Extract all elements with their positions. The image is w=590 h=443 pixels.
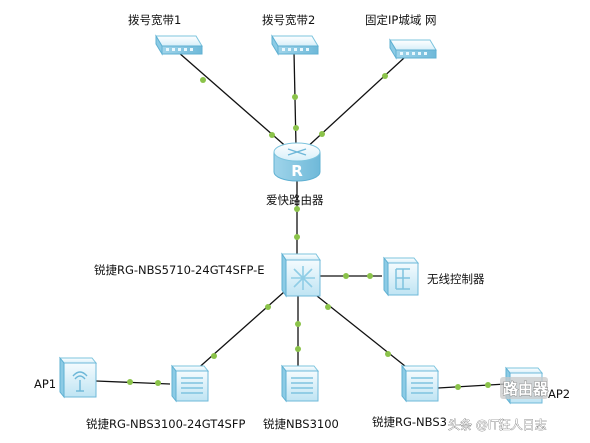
link-dot — [343, 273, 349, 279]
router-device[interactable]: R — [273, 142, 321, 182]
link-dots — [127, 73, 491, 390]
ap2-label: AP2 — [548, 387, 570, 401]
link-dot — [294, 234, 300, 240]
link-dot — [200, 77, 206, 83]
switch-side — [401, 364, 407, 403]
switch-front — [285, 370, 319, 402]
switch-top — [170, 365, 210, 372]
switch-front — [175, 370, 209, 402]
modem-port-lights — [166, 48, 193, 51]
link-dot — [265, 304, 271, 310]
link-core-switch-right — [311, 291, 411, 371]
switch-top — [400, 365, 440, 372]
core-switch-top — [281, 253, 321, 261]
links — [95, 51, 507, 389]
router-arrows-icon — [287, 148, 307, 156]
link-dot — [319, 131, 325, 137]
link-dot — [455, 384, 461, 390]
modem-top-face — [389, 39, 437, 51]
link-dot — [127, 379, 133, 385]
ap1-label: AP1 — [34, 377, 56, 391]
core-switch-device[interactable] — [281, 252, 321, 298]
wireless-controller-device[interactable] — [382, 256, 420, 297]
link-switch-right-ap2 — [437, 383, 507, 389]
switch-front — [405, 370, 439, 402]
modem2-label: 拨号宽带2 — [262, 13, 315, 27]
switch-side — [281, 364, 287, 403]
ap-top — [58, 357, 98, 364]
link-dot — [367, 273, 373, 279]
ap1-device[interactable] — [58, 356, 98, 399]
watermark: 路由器 头条 @IT狂人日志 — [448, 377, 549, 432]
switch-right-label: 锐捷RG-NBS3 — [372, 415, 447, 429]
modem-side-face — [271, 34, 279, 56]
modem3-label: 固定IP城域 网 — [365, 13, 436, 27]
ap-side — [59, 356, 65, 399]
modem-2[interactable] — [271, 34, 319, 56]
switch-top — [280, 365, 320, 372]
switch-rack-lines — [291, 377, 313, 394]
router-label: 爱快路由器 — [266, 193, 324, 207]
wlc-symbol-icon — [395, 268, 410, 290]
link-dot — [295, 346, 301, 352]
core-switch-label: 锐捷RG-NBS5710-24GT4SFP-E — [94, 263, 265, 277]
router-r-glyph: R — [291, 162, 303, 180]
switch-right-device[interactable] — [400, 364, 440, 403]
link-dot — [293, 125, 299, 131]
link-dot — [292, 94, 298, 100]
link-dot — [294, 206, 300, 212]
wlc-top — [382, 257, 420, 264]
link-dot — [485, 382, 491, 388]
modem-1[interactable] — [155, 34, 203, 56]
core-switch-star-icon — [291, 266, 315, 290]
modem-side-face — [155, 34, 163, 56]
switch-mid-label: 锐捷NBS3100 — [263, 417, 339, 431]
core-switch-side — [281, 252, 287, 298]
switch-left-label: 锐捷RG-NBS3100-24GT4SFP — [86, 417, 245, 431]
watermark-text: 头条 @IT狂人日志 — [448, 418, 547, 432]
link-dot — [385, 351, 391, 357]
watermark-logo-box — [500, 377, 548, 399]
switch-left-device[interactable] — [170, 364, 210, 403]
modem1-label: 拨号宽带1 — [128, 13, 181, 27]
link-dot — [295, 321, 301, 327]
link-core-switch-left — [194, 291, 285, 372]
modem-port-lights — [282, 48, 309, 51]
watermark-logo-text: 路由器 — [503, 380, 549, 398]
link-dot — [325, 304, 331, 310]
wireless-controller-label: 无线控制器 — [427, 272, 485, 286]
wifi-signal-icon — [72, 371, 88, 392]
link-modem3-router — [303, 57, 405, 151]
modem-top-face — [155, 35, 203, 47]
switch-rack-lines — [411, 377, 433, 394]
link-dot — [155, 380, 161, 386]
modem-side-face — [389, 38, 397, 60]
modem-port-lights — [400, 52, 427, 55]
link-dot — [269, 132, 275, 138]
wlc-side — [383, 256, 389, 297]
modem-top-face — [271, 35, 319, 47]
ap-top — [504, 367, 544, 374]
switch-side — [171, 364, 177, 403]
link-dot — [211, 353, 217, 359]
modem-3[interactable] — [389, 38, 437, 60]
link-dot — [382, 73, 388, 79]
switch-mid-device[interactable] — [280, 364, 320, 403]
switch-rack-lines — [181, 377, 203, 394]
